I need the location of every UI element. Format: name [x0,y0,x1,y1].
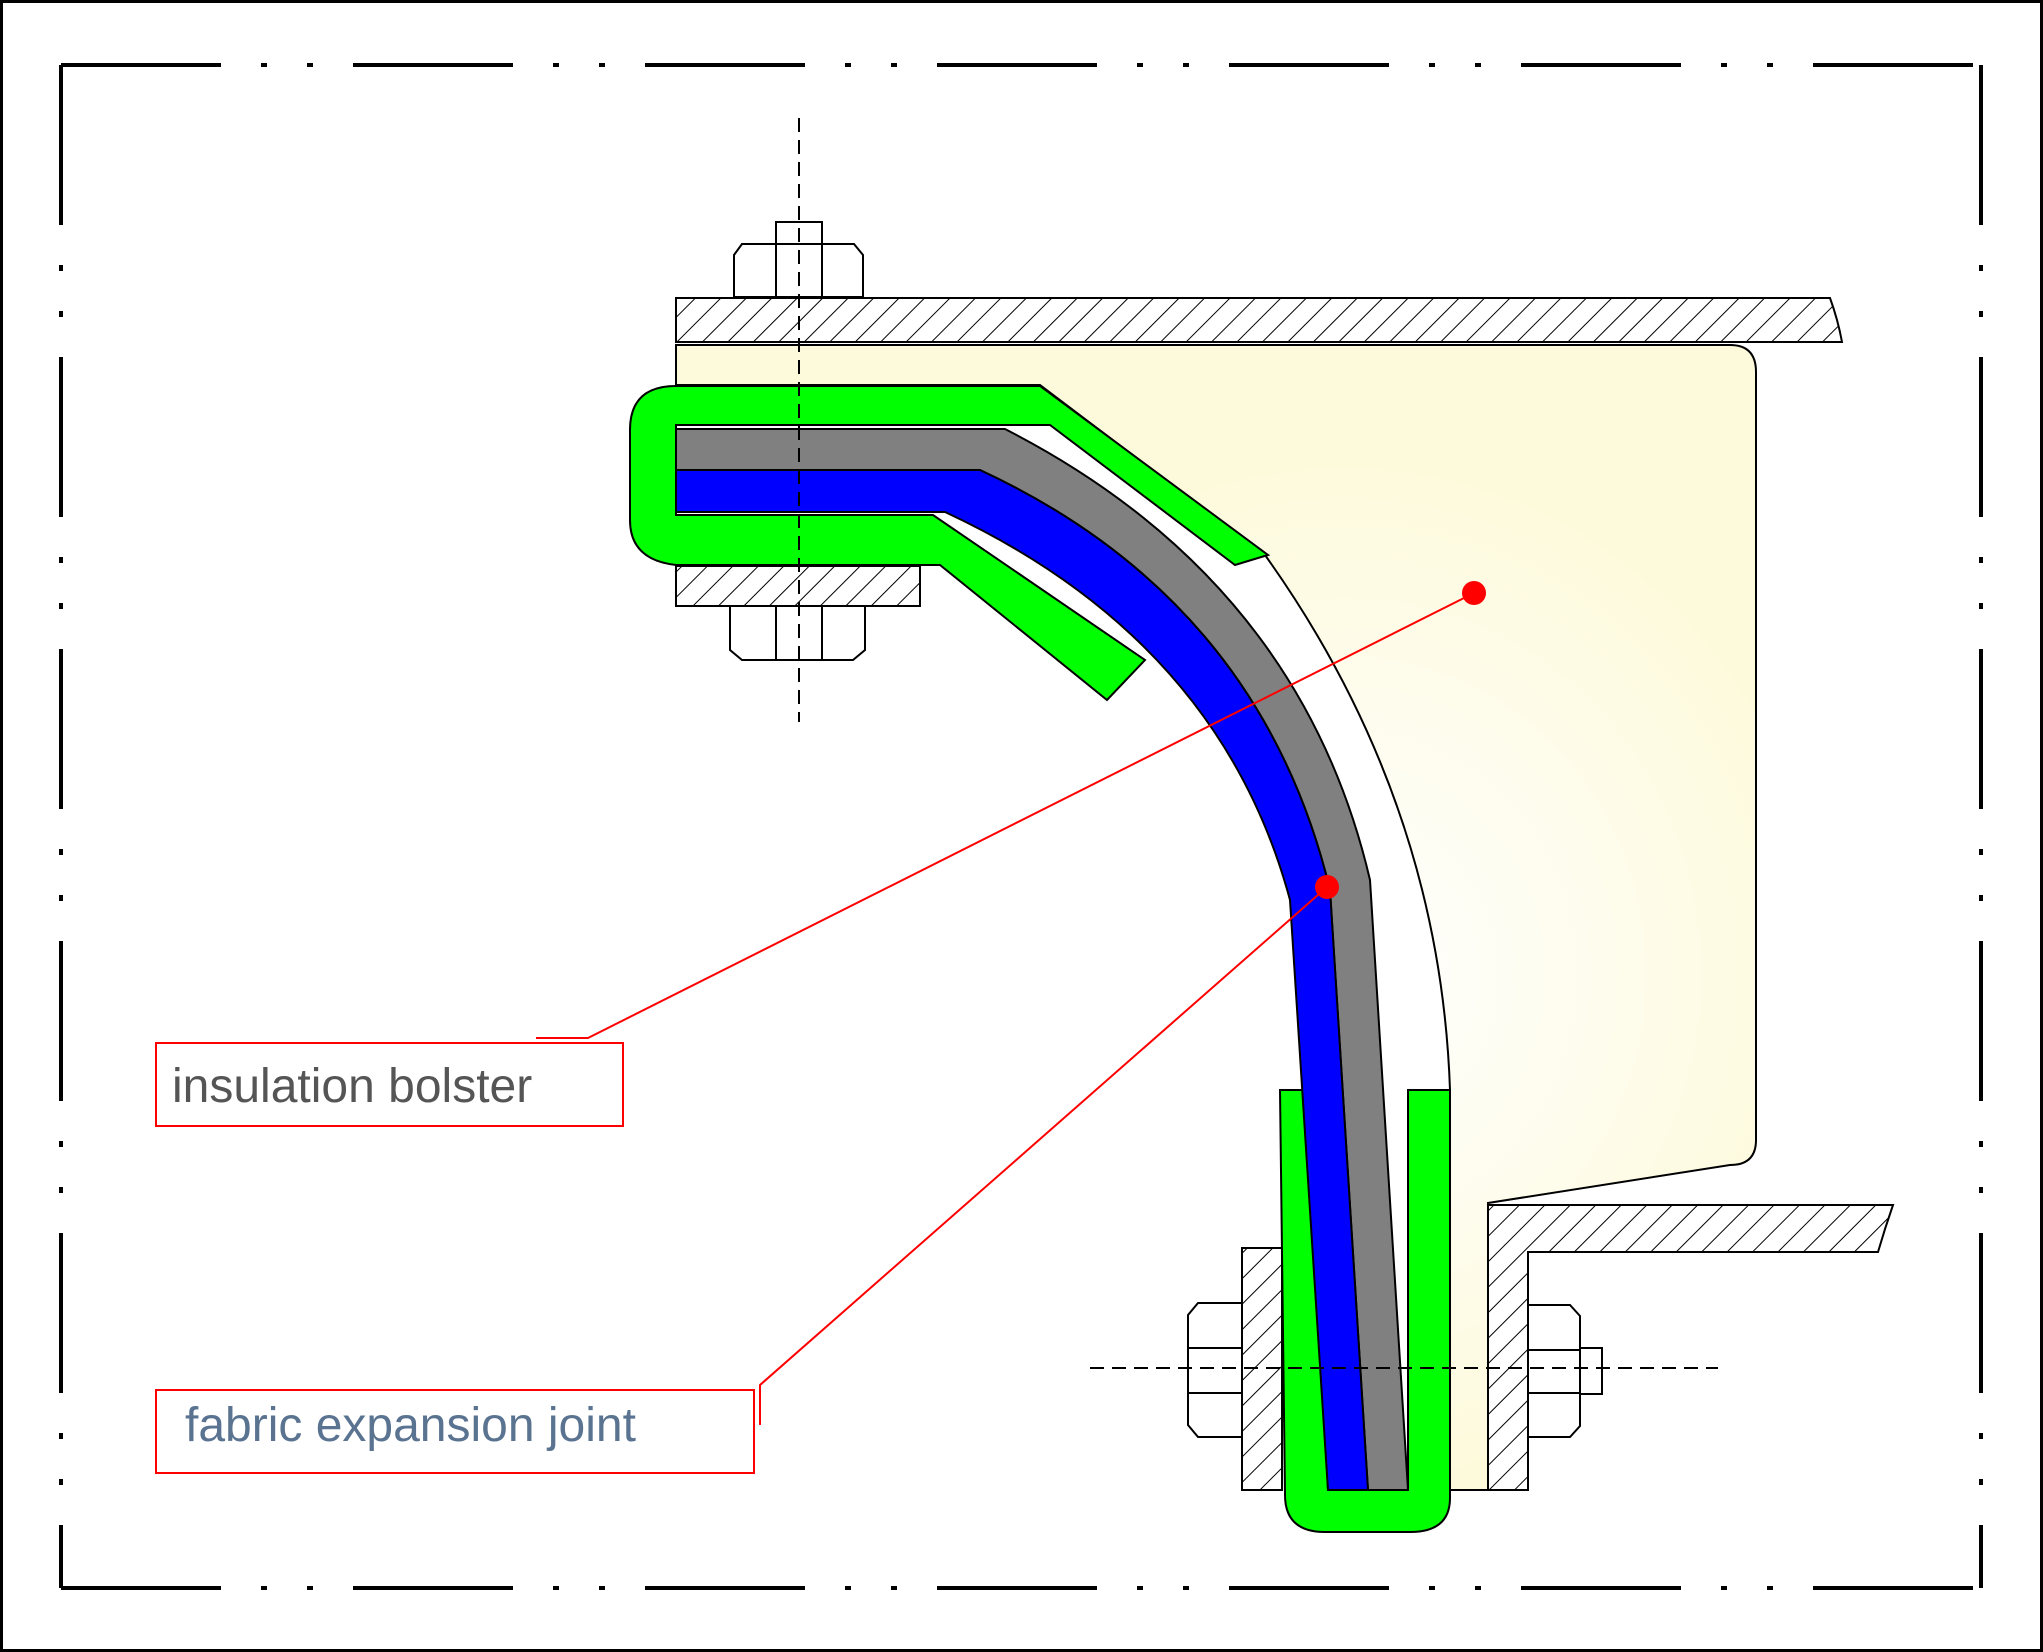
upper-wall-plate [675,297,1844,343]
lower-bolt [1187,1302,1603,1438]
red-dot-icon [1315,875,1339,899]
insulation-bolster-label: insulation bolster [172,1060,532,1113]
insulation-bolster-shape [675,344,1757,1491]
centerlines [798,118,1718,1369]
green-fabric-lower-loop [1278,1089,1451,1533]
blue-fabric-layer [675,469,1370,1491]
fabric-expansion-joint-label: fabric expansion joint [185,1399,636,1452]
red-dot-icon [1462,581,1486,605]
fabric-label-box [155,1389,755,1474]
insulation-label-box [155,1042,624,1127]
callout-lines [536,592,1475,1425]
upper-bolt [729,221,866,661]
drawing-frame [59,63,1983,1590]
